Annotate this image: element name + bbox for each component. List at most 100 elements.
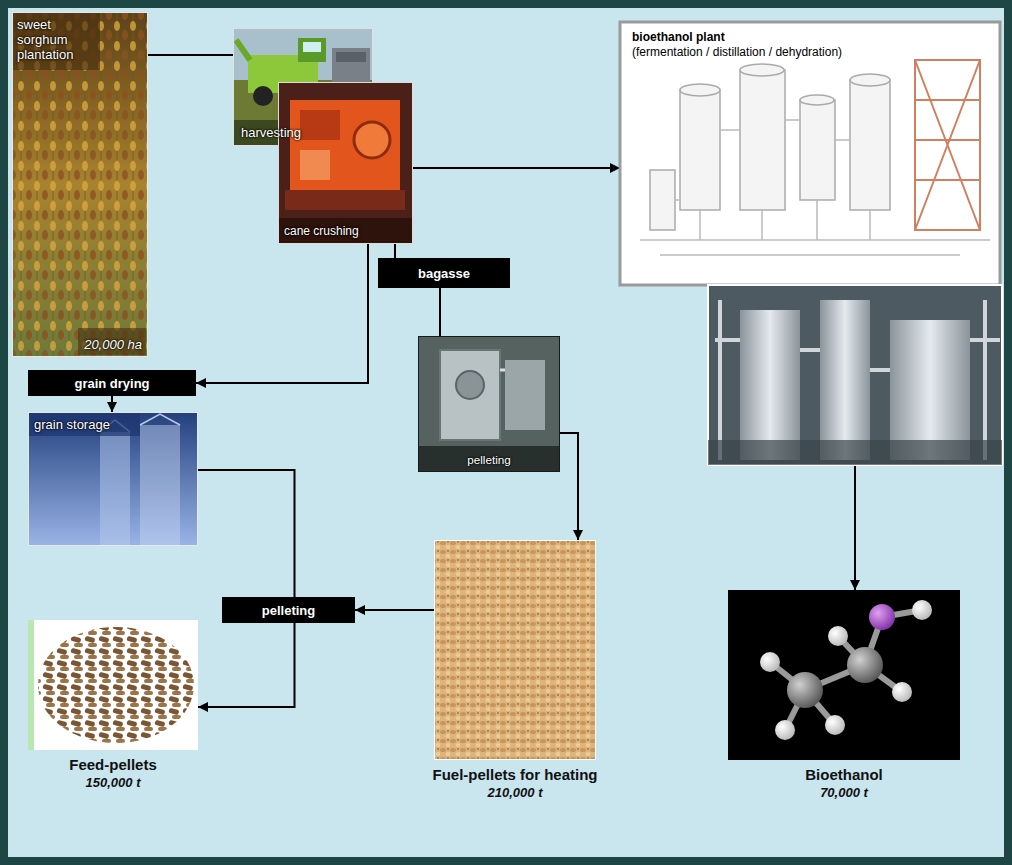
cane-crusher-photo-part: [354, 122, 390, 158]
product-amount: 70,000 t: [805, 785, 883, 800]
plant-drawing-part-part: [850, 80, 890, 210]
ethanol-molecule-part: [775, 720, 795, 740]
plant-drawing-part-part: [740, 70, 785, 210]
node-title: bioethanol plant: [632, 30, 725, 44]
feed-pellets-photo-part: [28, 620, 198, 750]
cane-crusher-photo-part: [278, 82, 413, 244]
plant-photo: [708, 285, 1002, 465]
plant-drawing-part-part: [640, 240, 990, 255]
sorghum-field-photo: [12, 12, 148, 357]
plant-photo-part: [890, 320, 970, 460]
plant-drawing: [620, 22, 1000, 285]
product-name: Feed-pellets: [69, 756, 157, 773]
grain-silo-photo-part: [28, 412, 140, 436]
ethanol-molecule-part: [869, 604, 895, 630]
sorghum-field-photo-part: [12, 12, 148, 357]
step-label: grain drying: [28, 370, 196, 396]
photo-box: pelleting: [418, 336, 560, 472]
product-amount: 210,000 t: [432, 785, 597, 800]
ethanol-molecule-part: [828, 626, 848, 646]
ethanol-molecule-part: [847, 647, 883, 683]
pellet-mill-photo-part: [418, 446, 560, 472]
sorghum-field-photo-part: [12, 12, 148, 357]
plant-drawing-part: [915, 60, 980, 230]
flow-connector: [198, 470, 295, 597]
plant-drawing-part-part: [700, 200, 870, 240]
flow-connector: [394, 244, 396, 258]
pellet-mill-photo-part: [456, 371, 484, 399]
plant-drawing-part-part: [680, 90, 720, 210]
photo-box: sweet sorghum plantation 20,000 ha: [12, 12, 148, 357]
pellet-mill-photo-part: [500, 369, 505, 372]
photo-box: harvesting: [233, 28, 373, 146]
step-label-text: pelleting: [262, 603, 315, 618]
cane-crusher-photo-part: [300, 110, 340, 140]
ethanol-molecule-part: [787, 672, 823, 708]
ethanol-molecule-part: [892, 682, 912, 702]
plant-drawing-part-part: [915, 60, 980, 230]
flow-connector: [148, 54, 233, 56]
caption-group: Feed-pellets 150,000 t: [69, 756, 157, 790]
plant-drawing-part-part: [850, 74, 890, 86]
pellet-mill-photo-part: [418, 336, 560, 472]
product-box: Bioethanol70,000 t: [728, 590, 960, 760]
sorghum-field-photo-part: [12, 12, 100, 70]
plant-photo-part-part: [720, 300, 985, 460]
plant-photo-part: [708, 440, 1002, 465]
sorghum-field-photo-part: [78, 328, 146, 355]
plant-photo-part: [740, 310, 800, 460]
plant-photo-part: [708, 285, 1002, 465]
fuel-pellets-photo-part: [434, 540, 596, 760]
flow-connector: [560, 433, 578, 540]
step-label-text: grain drying: [74, 376, 149, 391]
pellet-mill-photo: [418, 336, 560, 472]
ethanol-molecule-part: [760, 652, 780, 672]
step-label: bagasse: [378, 258, 510, 288]
harvester-photo-part: [253, 86, 273, 106]
ethanol-molecule-part: [770, 610, 922, 730]
product-box: Fuel-pellets for heating210,000 t: [434, 540, 596, 760]
plant-drawing-part-part: [915, 60, 980, 230]
harvester-photo-part: [236, 40, 250, 60]
plant-drawing-part-part: [650, 170, 675, 230]
plant-drawing-part: [650, 64, 890, 230]
fuel-pellets-photo-part: [435, 541, 596, 760]
plant-photo-part: [715, 300, 1000, 460]
caption-group: Bioethanol70,000 t: [805, 766, 883, 800]
plant-drawing-part-part: [675, 120, 850, 200]
process-box: bioethanol plant(fermentation / distilla…: [620, 22, 1000, 285]
grain-silo-photo: [28, 412, 198, 546]
cane-crusher-photo-part: [279, 83, 413, 244]
harvester-photo-part: [336, 52, 366, 62]
pellet-mill-photo-part: [505, 360, 545, 430]
node-title: harvesting: [241, 125, 301, 140]
product-amount: 150,000 t: [69, 775, 157, 790]
product-box: Feed-pellets150,000 t: [28, 620, 198, 750]
ethanol-molecule-part: [912, 600, 932, 620]
flow-connector: [439, 288, 441, 336]
feed-pellets-photo: [28, 620, 198, 750]
node-title: sweet sorghum plantation: [17, 17, 97, 62]
flow-connector: [355, 609, 434, 611]
cane-crusher-photo-part: [285, 190, 405, 210]
fuel-pellets-photo-part: [434, 540, 596, 760]
pellet-mill-photo-part: [419, 337, 560, 472]
ethanol-molecule: [728, 590, 960, 760]
plant-drawing-part-part: [800, 100, 835, 200]
fuel-pellets-photo: [434, 540, 596, 760]
ethanol-molecule-part: [825, 715, 845, 735]
ethanol-molecule-part: [728, 590, 960, 760]
grain-silo-photo-part: [100, 432, 130, 546]
grain-silo-photo-part: [140, 425, 180, 546]
cane-crusher-photo-part: [278, 218, 413, 244]
node-title: grain storage: [34, 417, 110, 432]
step-label-text: bagasse: [418, 266, 470, 281]
step-label: pelleting: [222, 597, 355, 623]
cane-crusher-photo: [278, 82, 413, 244]
photo-box: cane crushing: [278, 82, 413, 244]
plant-photo-part-part: [715, 340, 1000, 370]
node-subtitle: 20,000 ha: [84, 337, 142, 352]
plant-drawing-part: [620, 22, 1000, 285]
